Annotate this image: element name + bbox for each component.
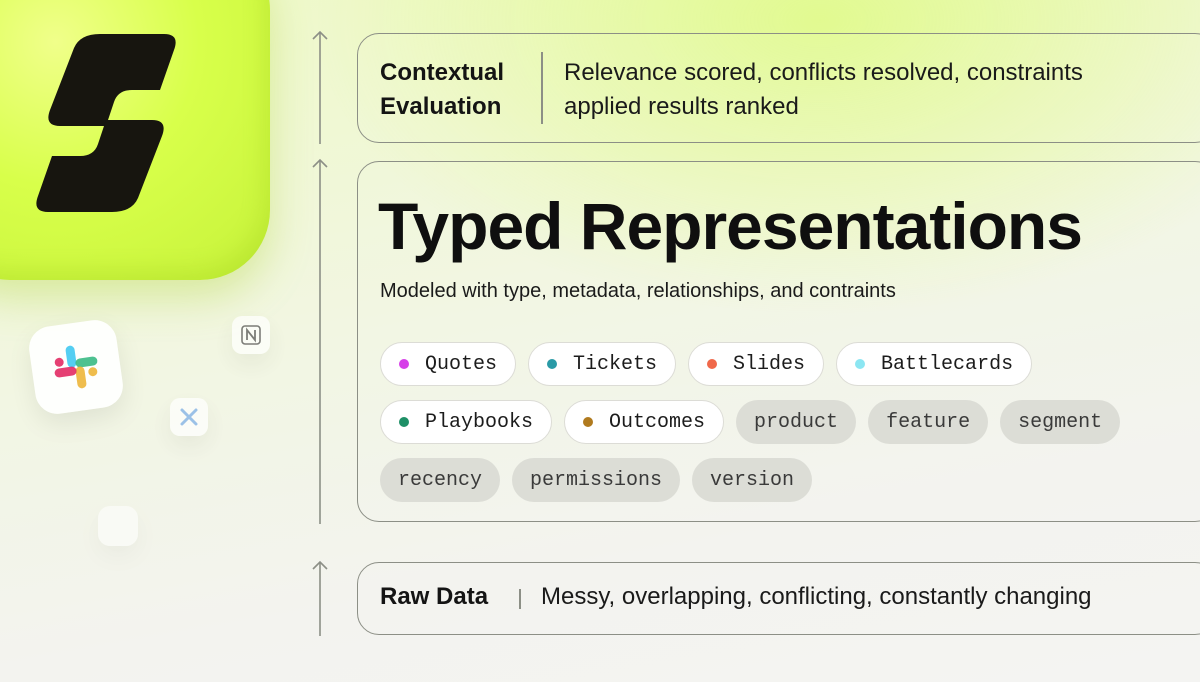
divider <box>541 52 543 124</box>
type-dot <box>855 359 866 369</box>
chip-row: Playbooks Outcomes product feature segme… <box>380 400 1200 444</box>
notion-icon <box>232 316 270 354</box>
type-chip-slides: Slides <box>688 342 825 386</box>
metadata-chip-segment: segment <box>1000 400 1121 444</box>
arrow-up-icon <box>312 560 328 636</box>
typed-title: Typed Representations <box>378 189 1083 263</box>
type-chip-battlecards: Battlecards <box>836 342 1033 386</box>
evaluation-title-line2: Evaluation <box>380 93 502 120</box>
chip-row: recency permissions version <box>380 458 1200 502</box>
chip-list: Quotes Tickets Slides Battlecards Playbo… <box>380 342 1200 516</box>
type-chip-playbooks: Playbooks <box>380 400 553 444</box>
raw-description: Messy, overlapping, conflicting, constan… <box>541 583 1092 610</box>
evaluation-layer: Contextual Evaluation Relevance scored, … <box>357 33 1200 143</box>
metadata-chip-product: product <box>736 400 857 444</box>
chip-label: Tickets <box>573 352 658 376</box>
divider <box>519 589 521 609</box>
chip-row: Quotes Tickets Slides Battlecards <box>380 342 1200 386</box>
chip-label: Slides <box>733 352 806 376</box>
brand-logo-icon <box>36 34 176 212</box>
metadata-chip-version: version <box>692 458 813 502</box>
metadata-chip-permissions: permissions <box>512 458 681 502</box>
evaluation-title: Contextual Evaluation <box>380 56 504 124</box>
slack-icon <box>26 317 126 417</box>
type-chip-quotes: Quotes <box>380 342 517 386</box>
type-chip-tickets: Tickets <box>528 342 677 386</box>
metadata-chip-feature: feature <box>868 400 989 444</box>
blank-app-icon <box>98 506 138 546</box>
evaluation-title-line1: Contextual <box>380 59 505 86</box>
type-dot <box>547 359 558 369</box>
type-dot <box>399 417 409 427</box>
type-dot <box>583 417 594 427</box>
chip-label: Quotes <box>425 352 498 376</box>
chip-label: Playbooks <box>425 410 534 434</box>
typed-layer: Typed Representations Modeled with type,… <box>357 161 1200 522</box>
type-dot <box>399 359 409 369</box>
raw-title: Raw Data <box>380 583 489 610</box>
arrow-up-icon <box>312 158 328 524</box>
type-dot <box>707 359 718 369</box>
type-chip-outcomes: Outcomes <box>564 400 725 444</box>
arrow-up-icon <box>312 30 328 144</box>
chip-label: Battlecards <box>881 352 1014 376</box>
typed-subtitle: Modeled with type, metadata, relationshi… <box>380 280 896 302</box>
evaluation-description: Relevance scored, conflicts resolved, co… <box>564 59 1083 120</box>
chip-label: Outcomes <box>609 410 706 434</box>
metadata-chip-recency: recency <box>380 458 501 502</box>
asana-icon <box>170 398 208 436</box>
raw-layer: Raw Data Messy, overlapping, conflicting… <box>357 562 1200 635</box>
